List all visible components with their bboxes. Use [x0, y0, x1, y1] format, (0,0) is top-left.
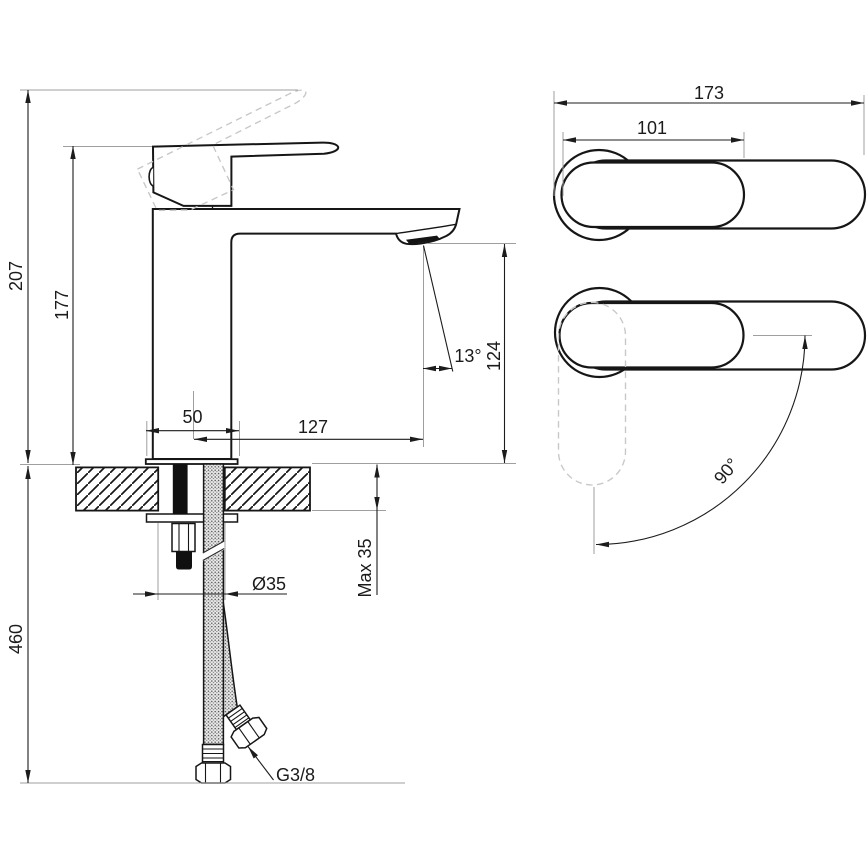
label-total-length: 173: [694, 83, 724, 103]
extension-lines: [20, 89, 865, 784]
handle-top-outline: [560, 161, 746, 229]
label-spout-height: 124: [484, 341, 504, 371]
label-spout-reach: 127: [298, 417, 328, 437]
label-base-width: 50: [182, 407, 202, 427]
top-view-swivel: [553, 286, 867, 486]
label-hole-diameter: Ø35: [252, 574, 286, 594]
faucet-handle: [151, 141, 340, 207]
mounting-stud: [171, 464, 196, 570]
base-plate: [144, 458, 239, 465]
label-hose-thread: G3/8: [276, 765, 315, 785]
stud-nut: [171, 522, 196, 553]
mounting-washer: [145, 513, 239, 523]
hose1-nut: [195, 762, 232, 784]
dimension-lines: [27, 90, 864, 783]
top-view-normal: [552, 148, 867, 242]
aerator: [406, 235, 441, 245]
spout-crease: [395, 223, 457, 235]
countertop: [75, 466, 311, 512]
label-counter-max: Max 35: [355, 538, 375, 597]
label-handle-length: 101: [637, 118, 667, 138]
label-body-height: 177: [52, 290, 72, 320]
side-view: [75, 89, 461, 784]
hose2-nut: [230, 716, 268, 749]
handle-hinge-arc: [148, 166, 154, 187]
dimension-labels: 207 177 460 50 127 13° 124 Max 35 Ø35 G3…: [6, 83, 743, 785]
handle-raised-ghost: [136, 89, 307, 212]
supply-hose-1: [195, 463, 232, 784]
label-spout-angle: 13°: [454, 346, 481, 366]
faucet-body: [151, 208, 461, 460]
handle-top-outline-2: [558, 301, 745, 369]
dimension-arrows: [25, 90, 864, 783]
label-under-counter: 460: [6, 624, 26, 654]
label-total-height: 207: [6, 261, 26, 291]
hose-break-symbol: [202, 540, 225, 562]
handle-rotated-ghost: [557, 301, 627, 486]
